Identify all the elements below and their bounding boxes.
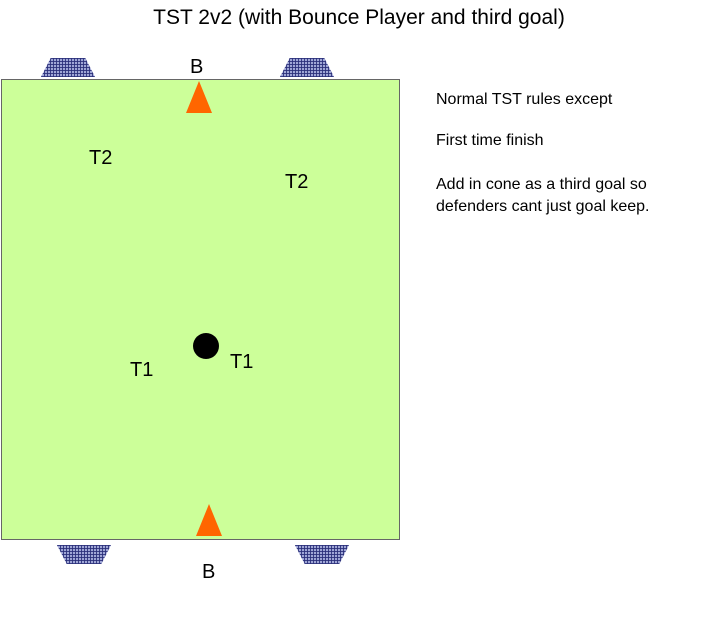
ball xyxy=(193,333,219,359)
player-t1-left: T1 xyxy=(130,359,154,381)
goal-top-left xyxy=(41,58,95,77)
goal-bottom-right xyxy=(295,545,349,564)
cone-top xyxy=(186,81,212,113)
cone-bottom xyxy=(196,504,222,536)
note-third-goal-line2: defenders cant just goal keep. xyxy=(436,198,650,215)
note-finish: First time finish xyxy=(436,132,544,149)
player-t2-left: T2 xyxy=(89,147,113,169)
bounce-player-bottom-label: B xyxy=(202,561,216,583)
goal-bottom-left xyxy=(57,545,111,564)
bounce-player-top-label: B xyxy=(190,56,204,78)
note-rules: Normal TST rules except xyxy=(436,91,613,108)
note-third-goal-line1: Add in cone as a third goal so xyxy=(436,176,647,193)
goal-top-right xyxy=(280,58,334,77)
pitch xyxy=(1,79,400,540)
diagram-title: TST 2v2 (with Bounce Player and third go… xyxy=(153,6,565,29)
player-t2-right: T2 xyxy=(285,171,309,193)
player-t1-right: T1 xyxy=(230,351,254,373)
